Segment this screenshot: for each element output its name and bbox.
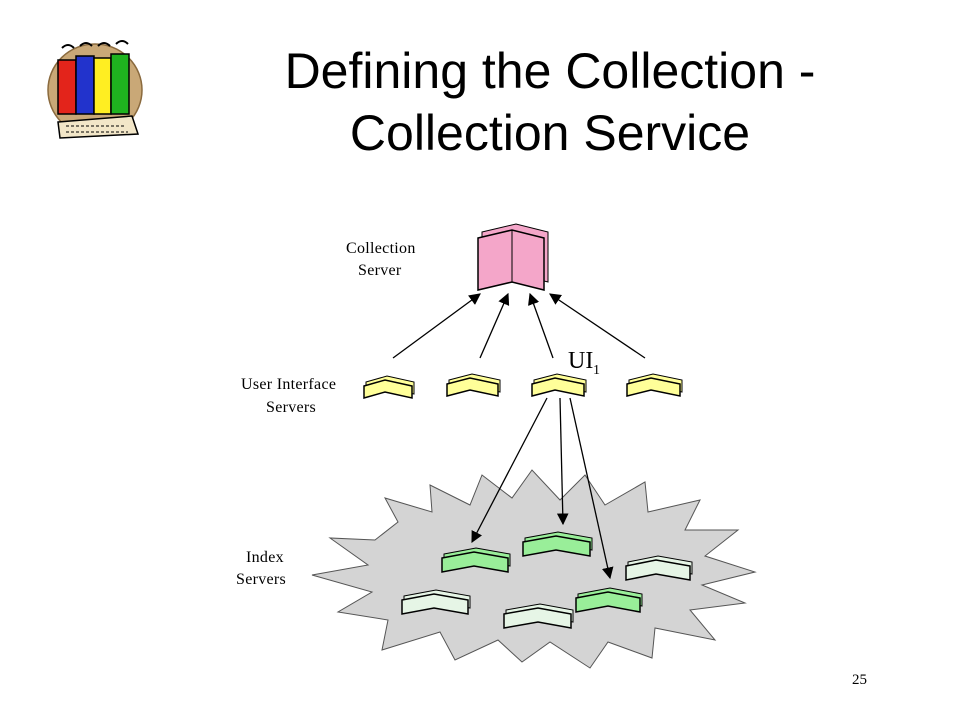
ui-1-label: UI — [568, 348, 593, 374]
collection-server-label-line-1: Collection — [346, 240, 416, 257]
index-server-cloud — [311, 469, 757, 669]
page-number: 25 — [852, 672, 867, 688]
arrow-ui-2-to-collection — [479, 292, 510, 359]
index-server-icon — [441, 547, 511, 573]
slide-title-line-1: Defining the Collection - — [284, 43, 816, 99]
green-book-icon — [110, 53, 130, 115]
arrow-ui-1-to-collection — [392, 293, 481, 359]
index-servers-label-line-2: Servers — [236, 571, 286, 588]
ui-server-icon — [446, 373, 501, 397]
index-server-icon — [401, 589, 471, 615]
index-servers-label-line-1: Index — [246, 549, 284, 566]
ui-1-server-icon — [531, 373, 587, 397]
arrow-ui1-to-index-c — [569, 397, 614, 580]
library-books-logo — [47, 40, 143, 139]
collection-server-icon — [477, 223, 549, 291]
ui-server-icon — [626, 373, 683, 397]
arrow-ui1-to-index-b — [556, 397, 569, 526]
ui-servers-label-line-1: User Interface — [241, 376, 336, 393]
arrow-ui-4-to-collection — [549, 293, 646, 359]
index-server-icon — [503, 603, 574, 629]
index-server-icon — [625, 555, 693, 581]
slide-title-line-2: Collection Service — [349, 105, 751, 161]
ui-server-icon — [363, 375, 415, 399]
arrow-ui1-to-index-a — [471, 397, 548, 544]
index-server-icon — [522, 531, 593, 557]
arrow-ui-3-to-collection — [528, 292, 554, 359]
ui-servers-label-line-2: Servers — [266, 399, 316, 416]
index-server-icon — [575, 587, 643, 613]
slide-title: Defining the Collection - Collection Ser… — [200, 40, 900, 164]
collection-server-label-line-2: Server — [358, 262, 402, 279]
ui-1-subscript: 1 — [593, 363, 600, 378]
